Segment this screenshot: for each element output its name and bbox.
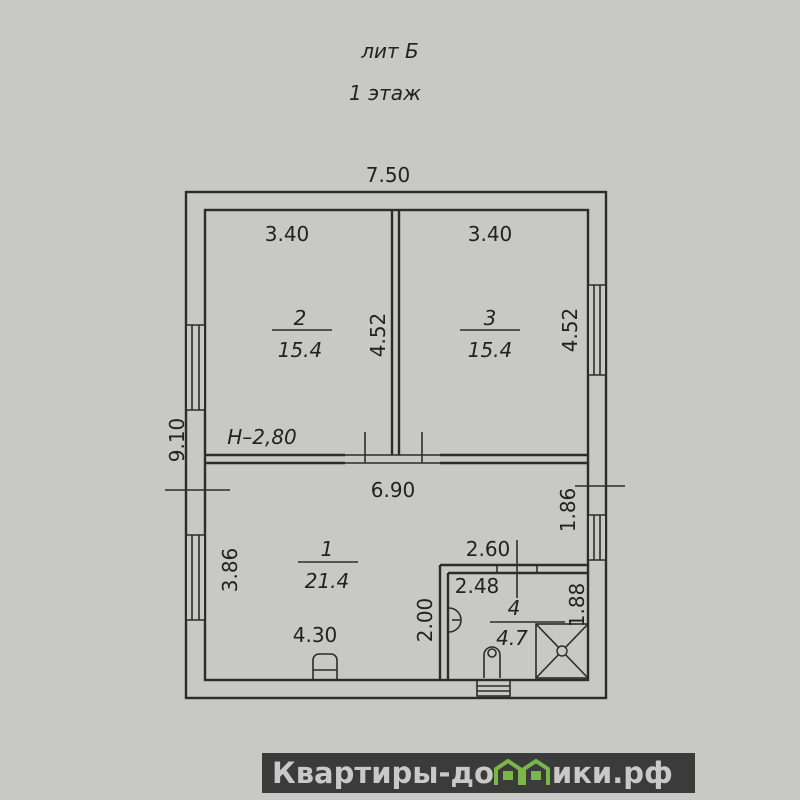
room4-number: 4 (508, 596, 521, 620)
room3-area: 15.4 (468, 338, 513, 362)
dim-room3-height: 4.52 (558, 308, 582, 353)
room2-area: 15.4 (278, 338, 323, 362)
dim-bath-inner-width: 2.48 (455, 574, 500, 598)
house-logo-icon (493, 759, 550, 785)
watermark: Квартиры-до ики.рф (262, 753, 695, 793)
dim-room2-width: 3.40 (265, 222, 310, 246)
dim-bath-inner-height: 1.88 (565, 583, 589, 628)
room1-number: 1 (321, 537, 334, 561)
inner-wall (203, 208, 590, 682)
plan-title: лит Б (360, 39, 419, 63)
dim-bath-outer-width: 2.60 (466, 537, 511, 561)
ceiling-height: Н–2,80 (227, 425, 297, 449)
dim-bath-outer-height: 2.00 (413, 598, 437, 643)
toilet-icon (483, 646, 501, 678)
sink-icon (448, 607, 462, 633)
dim-right-segment: 1.86 (556, 488, 580, 533)
floor-label: 1 этаж (349, 81, 421, 105)
watermark-text-end: ики.рф (551, 756, 673, 790)
dim-overall-height: 9.10 (165, 418, 189, 463)
entrance-steps (476, 679, 511, 697)
window (186, 324, 205, 411)
stove-icon (312, 653, 338, 679)
window (186, 534, 205, 621)
outer-wall (184, 190, 608, 700)
watermark-text-start: Квартиры-до (272, 756, 494, 790)
window (588, 284, 606, 376)
room1-area: 21.4 (305, 569, 350, 593)
dim-room1-height: 3.86 (218, 548, 242, 593)
dim-room1-width: 6.90 (371, 478, 416, 502)
window (588, 514, 606, 561)
room3-number: 3 (484, 306, 497, 330)
dim-room1-bottom: 4.30 (293, 623, 338, 647)
dim-overall-width: 7.50 (366, 163, 411, 187)
shower-icon (535, 623, 589, 679)
room4-area: 4.7 (496, 626, 528, 650)
room2-number: 2 (294, 306, 307, 330)
dim-room3-width: 3.40 (468, 222, 513, 246)
dim-room2-height: 4.52 (366, 313, 390, 358)
